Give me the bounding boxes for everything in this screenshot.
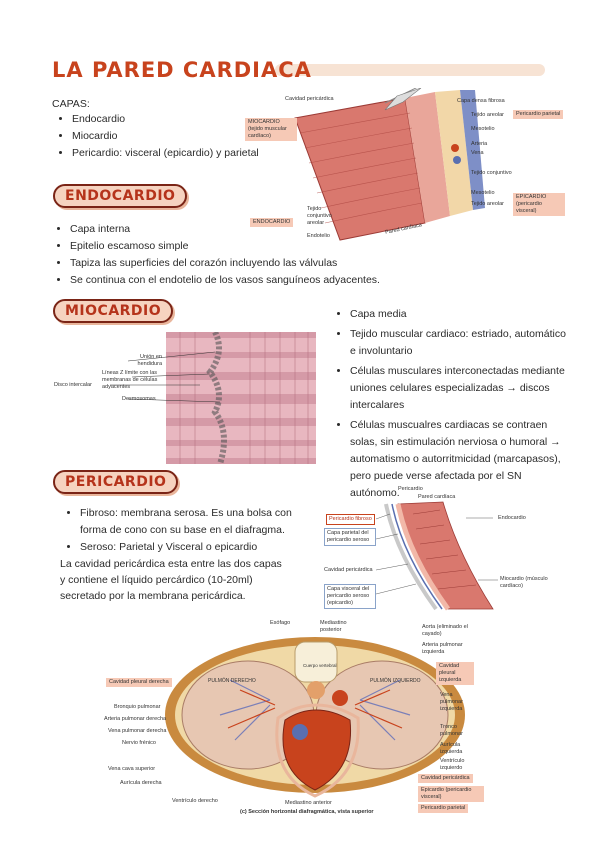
label-ventriculo-derecho: Ventrículo derecho — [172, 798, 218, 804]
label-mediastino-posterior: Mediastino posterior — [320, 620, 347, 633]
label-pared-cardiaca: Pared cardíaca — [418, 494, 456, 500]
label-arteria-pulmonar-izquierda: Arteria pulmonar izquierda — [422, 642, 463, 655]
label-ventriculo-izquierdo: Ventrículo izquierdo — [440, 758, 465, 771]
label-mesotelio: Mesotelio — [471, 126, 495, 132]
endocardio-list: Capa interna Epitelio escamoso simple Ta… — [50, 221, 400, 289]
myocardium-figure: Unión en hendidura Líneas Z límite con l… — [50, 332, 318, 464]
label-arteria: Arteria — [471, 141, 488, 147]
miocardio-list: Capa media Tejido muscular cardiaco: est… — [330, 306, 572, 502]
label-nervio-frenico: Nervio frénico — [122, 740, 156, 746]
pericardio-paragraph: La cavidad pericárdica esta entre las do… — [60, 558, 282, 602]
thorax-section-illustration — [165, 637, 465, 798]
list-item: Fibroso: membrana serosa. Es una bolsa c… — [80, 505, 300, 539]
list-item: Tapiza las superficies del corazón inclu… — [70, 255, 400, 272]
label-pulmon-izquierdo: PULMÓN IZQUIERDO — [370, 678, 421, 684]
page-title: LA PARED CARDIACA — [52, 58, 312, 82]
capas-heading: CAPAS: — [52, 98, 90, 110]
capas-list: Endocardio Miocardio Pericardio: viscera… — [52, 111, 272, 162]
label-capa-visceral: Capa visceral del pericardio seroso (epi… — [324, 584, 376, 609]
list-item: Capa media — [350, 306, 572, 323]
heart-wall-illustration — [294, 88, 485, 241]
label-endocardio: ENDOCARDIO — [250, 218, 294, 227]
label-tejido-conjuntivo: Tejido conjuntivo — [471, 170, 512, 176]
label-pericardio-parietal: Pericardio parietal — [418, 804, 469, 813]
label-cuerpo-vertebral: Cuerpo vertebral — [303, 663, 337, 668]
label-cavidad-pericardica: Cavidad pericárdica — [324, 567, 373, 573]
label-vena: Vena — [471, 150, 484, 156]
label-cavidad-pleural-izquierda: Cavidad pleural izquierda — [436, 662, 474, 685]
endocardio-header: ENDOCARDIO — [53, 184, 188, 208]
label-pericardio-parietal: Pericardio parietal — [513, 110, 564, 119]
label-miocardio: MIOCARDIO (tejido muscular cardíaco) — [245, 118, 297, 141]
label-vena-cava-superior: Vena cava superior — [108, 766, 156, 772]
label-caption: (c) Sección horizontal diafragmática, vi… — [240, 809, 374, 815]
pericardium-illustration — [375, 501, 498, 611]
label-vena-pulmonar-izquierda: Vena pulmonar izquierda — [440, 692, 463, 712]
pericardio-header: PERICARDIO — [53, 470, 179, 494]
label-tejido-conjuntivo-areolar: Tejido conjuntivo areolar — [307, 206, 332, 226]
label-vena-pulmonar-derecha: Vena pulmonar derecha — [108, 728, 167, 734]
label-tejido-areolar-2: Tejido areolar — [471, 201, 505, 207]
thorax-section-figure: Esófago Mediastino posterior Aorta (elim… — [100, 620, 520, 820]
label-auricula-derecha: Aurícula derecha — [120, 780, 162, 786]
label-endocardio: Endocardio — [498, 515, 526, 521]
pericardio-list: Fibroso: membrana serosa. Es una bolsa c… — [60, 505, 300, 556]
label-endotelio: Endotelio — [307, 233, 330, 239]
label-pericardio: Pericardio — [398, 486, 423, 492]
label-pulmon-derecho: PULMÓN DERECHO — [208, 678, 256, 684]
label-tejido-areolar: Tejido areolar — [471, 112, 505, 118]
label-mesotelio-2: Mesotelio — [471, 190, 495, 196]
list-item: Tejido muscular cardiaco: estriado, auto… — [350, 326, 572, 360]
label-aorta: Aorta (eliminado el cayado) — [422, 624, 468, 637]
label-lineas-z: Líneas Z límite con las membranas de cél… — [102, 370, 158, 390]
list-item: Capa interna — [70, 221, 400, 238]
label-pericardio-fibroso: Pericardio fibroso — [326, 514, 375, 525]
label-bronquio-pulmonar: Bronquio pulmonar — [114, 704, 161, 710]
pericardium-figure: Pericardio Pared cardíaca Endocardio Per… — [318, 484, 558, 614]
title-highlight-bar — [275, 64, 545, 76]
label-epicardio: Epicardio (pericardio visceral) — [418, 786, 484, 802]
list-item: Células musculares interconectadas media… — [350, 363, 572, 414]
miocardio-header: MIOCARDIO — [53, 299, 174, 323]
label-desmosomas: Desmosomas — [122, 396, 156, 402]
label-disco-intercalar: Disco intercalar — [54, 382, 92, 388]
label-arteria-pulmonar-derecha: Arteria pulmonar derecha — [104, 716, 167, 722]
list-item: Epitelio escamoso simple — [70, 238, 400, 255]
label-cavidad-pericardica: Cavidad pericárdica — [285, 96, 334, 102]
list-item: Endocardio — [72, 111, 272, 128]
label-capa-parietal: Capa parietal del pericardio seroso — [324, 528, 376, 546]
label-esofago: Esófago — [270, 620, 291, 626]
list-item: Se continua con el endotelio de los vaso… — [70, 272, 400, 289]
label-mediastino-anterior: Mediastino anterior — [285, 800, 332, 806]
list-item: Células muscualres cardiacas se contraen… — [350, 417, 572, 502]
label-union-hendidura: Unión en hendidura — [137, 354, 162, 367]
list-item: Pericardio: visceral (epicardio) y parie… — [72, 145, 272, 162]
heart-wall-figure: Cavidad pericárdica MIOCARDIO (tejido mu… — [245, 88, 570, 248]
label-capa-densa: Capa densa fibrosa — [457, 98, 505, 104]
myocardium-illustration — [110, 332, 316, 464]
label-auricula-izquierda: Aurícula izquierda — [440, 742, 463, 755]
label-cavidad-pericardica: Cavidad pericárdica — [418, 774, 473, 783]
list-item: Seroso: Parietal y Visceral o epicardio — [80, 539, 300, 556]
label-miocardio: Miocardio (músculo cardíaco) — [500, 576, 548, 589]
label-cavidad-pleural-derecha: Cavidad pleural derecha — [106, 678, 172, 687]
label-epicardio: EPICARDIO (pericardio visceral) — [513, 193, 565, 216]
list-item: Miocardio — [72, 128, 272, 145]
label-tronco-pulmonar: Tronco pulmonar — [440, 724, 463, 737]
